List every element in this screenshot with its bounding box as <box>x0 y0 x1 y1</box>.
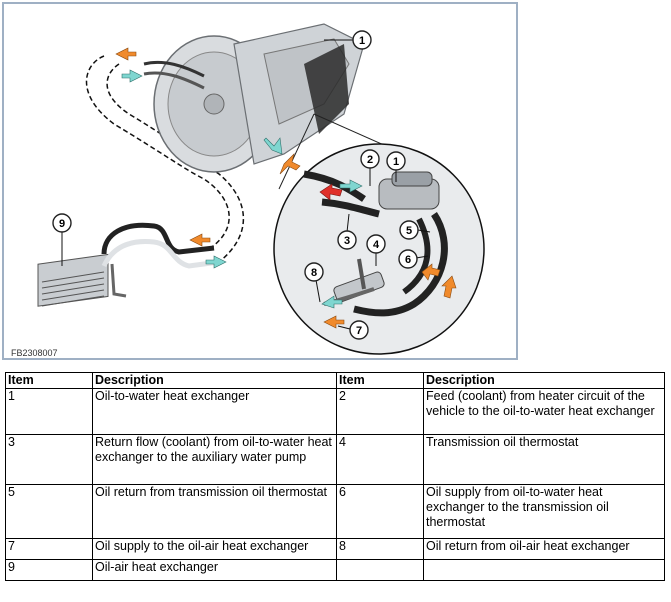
table-header-row: Item Description Item Description <box>5 372 665 389</box>
svg-text:3: 3 <box>344 235 350 247</box>
item-description: Oil supply to the oil-air heat exchanger <box>92 538 337 560</box>
item-description: Feed (coolant) from heater circuit of th… <box>423 388 665 435</box>
oil-air-heat-exchanger <box>37 222 220 307</box>
figure-code: FB2308007 <box>11 348 58 358</box>
teal-arrow <box>263 137 283 155</box>
item-number: 1 <box>5 388 93 435</box>
transmission-housing <box>143 23 365 173</box>
table-row: 5 Oil return from transmission oil therm… <box>5 484 665 539</box>
red-arrow <box>319 183 343 201</box>
item-description: Oil-air heat exchanger <box>92 559 337 581</box>
item-description <box>423 559 665 581</box>
callout-5: 5 <box>399 220 419 240</box>
item-number: 6 <box>336 484 424 539</box>
svg-text:9: 9 <box>59 218 65 230</box>
header-description: Description <box>92 372 337 389</box>
detail-zoom-circle <box>273 113 485 355</box>
flow-arrows <box>115 47 457 329</box>
legend-table: Item Description Item Description 1 Oil-… <box>5 372 665 581</box>
item-description: Oil return from oil-air heat exchanger <box>423 538 665 560</box>
svg-text:6: 6 <box>405 254 411 266</box>
callout-2: 2 <box>360 149 380 169</box>
item-number: 8 <box>336 538 424 560</box>
callout-1: 1 <box>352 30 372 50</box>
table-row: 3 Return flow (coolant) from oil-to-wate… <box>5 434 665 485</box>
item-description: Transmission oil thermostat <box>423 434 665 485</box>
header-description: Description <box>423 372 665 389</box>
transmission-cooling-illustration: 1 2 1 3 4 5 6 8 <box>2 2 518 360</box>
item-description: Return flow (coolant) from oil-to-water … <box>92 434 337 485</box>
callout-9: 9 <box>52 213 72 233</box>
svg-text:5: 5 <box>406 225 412 237</box>
callout-1-detail: 1 <box>386 151 406 171</box>
item-description: Oil-to-water heat exchanger <box>92 388 337 435</box>
svg-text:7: 7 <box>356 325 362 337</box>
teal-arrow <box>121 69 143 83</box>
item-number: 5 <box>5 484 93 539</box>
svg-text:2: 2 <box>367 154 373 166</box>
orange-arrow <box>279 153 301 175</box>
item-number: 7 <box>5 538 93 560</box>
callout-6: 6 <box>398 249 418 269</box>
item-number: 9 <box>5 559 93 581</box>
table-row: 1 Oil-to-water heat exchanger 2 Feed (co… <box>5 388 665 435</box>
svg-text:1: 1 <box>393 156 399 168</box>
orange-arrow <box>189 233 211 247</box>
item-description: Oil return from transmission oil thermos… <box>92 484 337 539</box>
item-number: 3 <box>5 434 93 485</box>
orange-arrow <box>441 275 457 299</box>
item-number: 2 <box>336 388 424 435</box>
teal-arrow <box>321 295 343 309</box>
orange-arrow <box>115 47 137 61</box>
item-number: 4 <box>336 434 424 485</box>
header-item: Item <box>5 372 93 389</box>
item-description: Oil supply from oil-to-water heat exchan… <box>423 484 665 539</box>
svg-text:4: 4 <box>373 239 380 251</box>
item-number <box>336 559 424 581</box>
teal-arrow <box>205 255 227 269</box>
callout-8: 8 <box>304 262 324 282</box>
svg-text:8: 8 <box>311 267 317 279</box>
header-item: Item <box>336 372 424 389</box>
callout-3: 3 <box>337 230 357 250</box>
illustration-canvas: 1 2 1 3 4 5 6 8 <box>37 23 485 355</box>
orange-arrow <box>323 315 345 329</box>
teal-arrow <box>339 179 363 193</box>
svg-text:1: 1 <box>359 35 365 47</box>
table-row: 7 Oil supply to the oil-air heat exchang… <box>5 538 665 560</box>
callout-7: 7 <box>349 320 369 340</box>
callout-leaders <box>61 39 431 330</box>
orange-arrow <box>421 263 441 281</box>
table-row: 9 Oil-air heat exchanger <box>5 559 665 581</box>
callout-4: 4 <box>366 234 386 254</box>
dashed-oil-line <box>85 55 230 250</box>
